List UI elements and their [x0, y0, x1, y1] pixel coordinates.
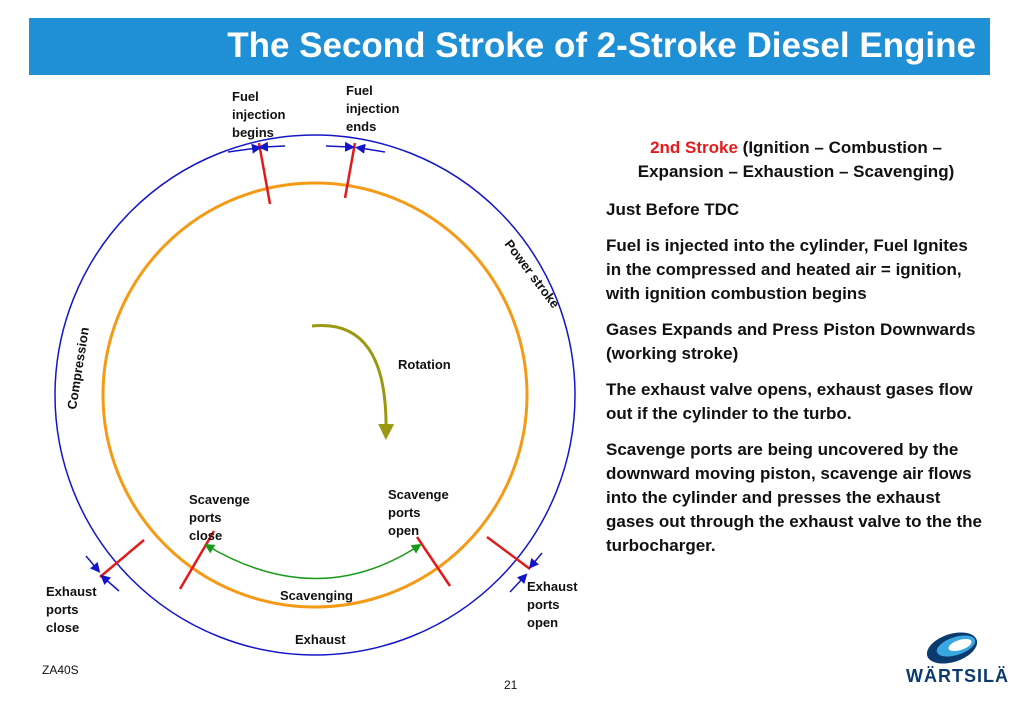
- inner-circle: [101, 181, 529, 609]
- paragraph-exhaust-valve: The exhaust valve opens, exhaust gases f…: [606, 380, 973, 423]
- power-stroke-label: Power stroke: [502, 237, 563, 311]
- scavenging-label: Scavenging: [280, 588, 353, 603]
- exhaust-label: Exhaust: [295, 632, 346, 647]
- paragraph-gases-expand: Gases Expands and Press Piston Downwards…: [606, 320, 976, 363]
- rotation-label: Rotation: [398, 357, 451, 372]
- outer-circle: [54, 134, 576, 656]
- paragraph-fuel-injected: Fuel is injected into the cylinder, Fuel…: [606, 236, 968, 303]
- arrow-fuel-begins-right: [258, 141, 286, 152]
- arrow-fuel-begins-left: [227, 143, 262, 154]
- rotation-arrow: [311, 323, 395, 440]
- marker-fuel-begins: [257, 142, 272, 205]
- scavenge-ports-open-label: Scavenge ports open: [388, 487, 449, 538]
- wartsila-logo-icon: [926, 632, 978, 664]
- paragraph-before-tdc: Just Before TDC: [606, 200, 740, 219]
- paragraph-scavenge-ports: Scavenge ports are being uncovered by th…: [606, 440, 982, 555]
- arrow-exhaust-open-a: [509, 573, 528, 593]
- marker-exhaust-close: [99, 539, 145, 578]
- scavenging-arrow: [204, 543, 422, 580]
- marker-scavenge-close: [178, 530, 216, 590]
- marker-fuel-ends: [343, 142, 357, 199]
- compression-label: Compression: [64, 326, 92, 410]
- marker-exhaust-open: [486, 535, 531, 571]
- marker-scavenge-open: [415, 536, 452, 587]
- footer-code: ZA40S: [42, 663, 79, 677]
- page-number: 21: [504, 678, 518, 692]
- scavenge-ports-close-label: Scavenge ports close: [189, 492, 250, 543]
- page-title: The Second Stroke of 2-Stroke Diesel Eng…: [227, 26, 976, 65]
- arrow-exhaust-close-a: [85, 555, 101, 573]
- stroke-heading-rest: (Ignition – Combustion – Expansion – Exh…: [637, 138, 955, 181]
- fuel-injection-begins-label: Fuel injection begins: [232, 89, 286, 140]
- stroke-heading-red: 2nd Stroke: [650, 138, 738, 157]
- arrow-exhaust-close-b: [100, 574, 120, 592]
- description-panel: 2nd Stroke (Ignition – Combustion – Expa…: [606, 136, 986, 570]
- title-bar: The Second Stroke of 2-Stroke Diesel Eng…: [29, 18, 990, 75]
- arrow-fuel-ends-left: [325, 141, 355, 152]
- arrow-fuel-ends-right: [355, 143, 386, 154]
- exhaust-ports-close-label: Exhaust ports close: [46, 584, 97, 635]
- fuel-injection-ends-label: Fuel injection ends: [346, 83, 400, 134]
- logo-text: WÄRTSILÄ: [906, 666, 1009, 686]
- stroke-diagram: Compression Power stroke: [54, 134, 576, 656]
- exhaust-ports-open-label: Exhaust ports open: [527, 579, 578, 630]
- arrow-exhaust-open-b: [528, 552, 543, 569]
- stroke-heading: 2nd Stroke (Ignition – Combustion – Expa…: [606, 136, 986, 184]
